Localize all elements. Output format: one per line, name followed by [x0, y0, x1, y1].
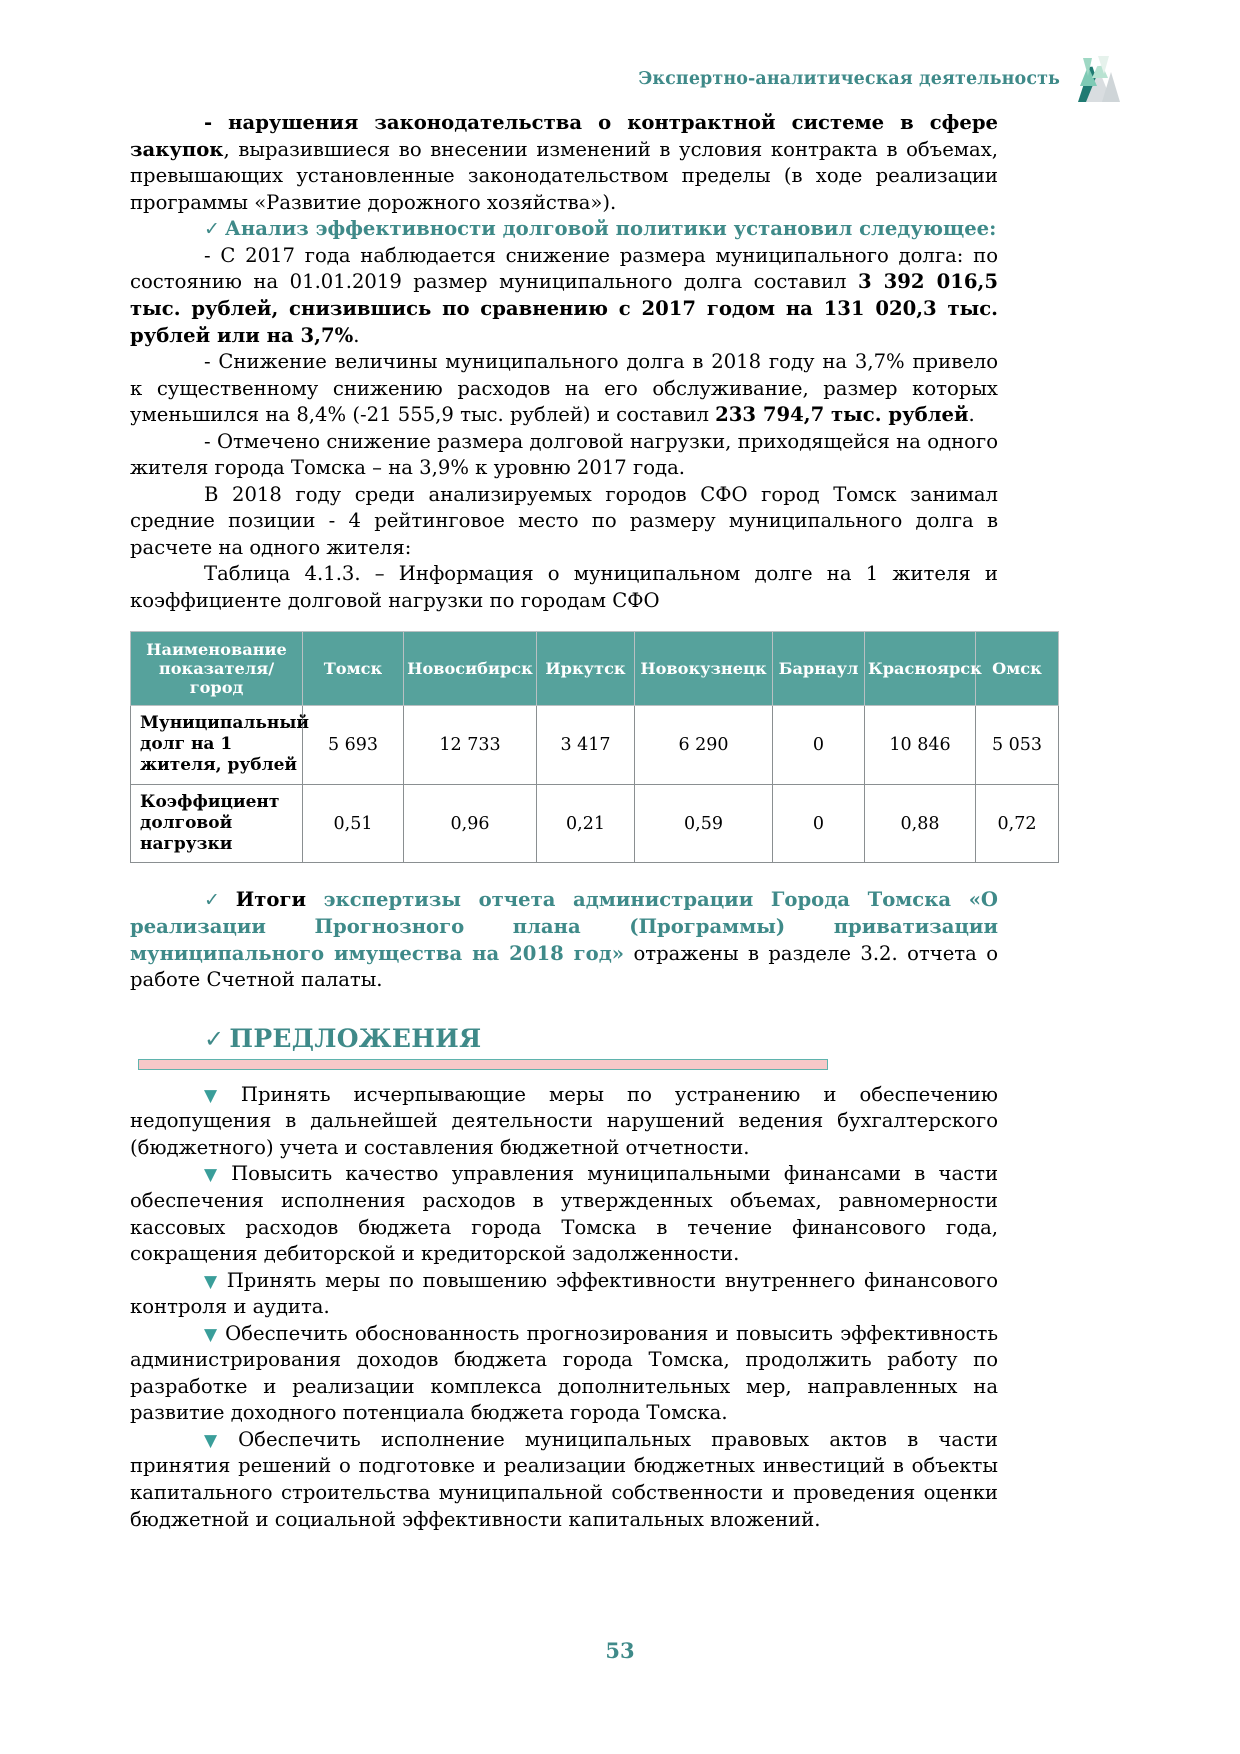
- cell-coef-novosibirsk: 0,96: [403, 783, 537, 864]
- municipal-debt-table: Наименование показателя/город Томск Ново…: [130, 630, 1059, 864]
- row-label-burden-coefficient: Коэффициент долговой нагрузки: [130, 783, 303, 864]
- cell-debt-irkutsk: 3 417: [536, 704, 635, 785]
- chevron-down-icon: ▼: [204, 1165, 225, 1186]
- table-caption: Таблица 4.1.3. – Информация о муниципаль…: [130, 562, 998, 613]
- table-col-omsk: Омск: [975, 630, 1059, 706]
- table-col-novokuznetsk: Новокузнецк: [634, 630, 773, 706]
- proposal-item-4-text: Обеспечить обоснованность прогнозировани…: [130, 1321, 998, 1425]
- proposal-item-5-text: Обеспечить исполнение муниципальных прав…: [130, 1427, 998, 1531]
- cell-coef-barnaul: 0: [772, 783, 865, 864]
- cell-debt-tomsk: 5 693: [302, 704, 404, 785]
- proposals-heading-text: ПРЕДЛОЖЕНИЯ: [229, 1023, 482, 1053]
- cell-debt-barnaul: 0: [772, 704, 865, 785]
- proposals-heading: ✓ПРЕДЛОЖЕНИЯ: [130, 1024, 998, 1053]
- subheading-debt-policy: ✓Анализ эффективности долговой политики …: [130, 216, 998, 243]
- row-label-debt-per-capita: Муниципальный долг на 1 жителя, рублей: [130, 704, 309, 785]
- privatization-tail: отражены в разделе 3.2. отчета о работе …: [130, 941, 998, 992]
- privatization-lead: Итоги: [235, 888, 324, 912]
- paragraph-debt-decline: - С 2017 года наблюдается снижение разме…: [130, 243, 998, 349]
- table-col-barnaul: Барнаул: [772, 630, 865, 706]
- subheading-debt-policy-text: Анализ эффективности долговой политики у…: [224, 217, 997, 241]
- check-icon: ✓: [204, 889, 231, 912]
- paragraph-privatization-results: ✓Итоги экспертизы отчета администрации Г…: [130, 887, 998, 993]
- page-content: - нарушения законодательства о контрактн…: [130, 110, 1059, 1533]
- chevron-down-icon: ▼: [204, 1271, 220, 1292]
- debt-decline-highlight: 3 392 016,5 тыс. рублей, снизившись по с…: [130, 270, 998, 347]
- proposal-item-1-text: Принять исчерпывающие меры по устранению…: [130, 1082, 998, 1159]
- servicing-costs-a: - Снижение величины муниципального долга…: [130, 350, 998, 427]
- table-col-tomsk: Томск: [302, 630, 404, 706]
- chevron-down-icon: ▼: [204, 1324, 219, 1345]
- proposal-item-2: ▼Повысить качество управления муниципаль…: [130, 1161, 998, 1267]
- table-header-row: Наименование показателя/город Томск Ново…: [130, 630, 1059, 706]
- cell-debt-novosibirsk: 12 733: [403, 704, 537, 785]
- violations-lead: - нарушения законодательства о контрактн…: [130, 111, 998, 161]
- proposal-item-3: ▼Принять меры по повышению эффективности…: [130, 1268, 998, 1321]
- paragraph-violations: - нарушения законодательства о контрактн…: [130, 110, 998, 216]
- proposal-item-1: ▼Принять исчерпывающие меры по устранени…: [130, 1082, 998, 1162]
- debt-decline-c: .: [353, 323, 360, 347]
- violations-rest: , выразившиеся во внесении изменений в у…: [130, 137, 998, 214]
- cell-coef-irkutsk: 0,21: [536, 783, 635, 864]
- check-icon: ✓: [204, 218, 220, 241]
- proposal-item-2-text: Повысить качество управления муниципальн…: [130, 1162, 999, 1266]
- proposal-item-4: ▼Обеспечить обоснованность прогнозирован…: [130, 1321, 998, 1427]
- check-icon: ✓: [204, 1024, 225, 1053]
- page-number: 53: [605, 1638, 635, 1663]
- cell-debt-novokuznetsk: 6 290: [634, 704, 773, 785]
- header-title: Экспертно-аналитическая деятельность: [638, 69, 1060, 89]
- cell-coef-novokuznetsk: 0,59: [634, 783, 773, 864]
- chevron-down-icon: ▼: [204, 1085, 234, 1106]
- organization-logo-icon: [1078, 56, 1120, 102]
- table-col-indicator: Наименование показателя/город: [130, 630, 303, 706]
- servicing-costs-highlight: 233 794,7 тыс. рублей: [715, 403, 969, 427]
- table-col-irkutsk: Иркутск: [536, 630, 635, 706]
- cell-coef-omsk: 0,72: [975, 783, 1059, 864]
- debt-table-wrapper: Наименование показателя/город Томск Ново…: [130, 630, 1059, 864]
- proposal-item-5: ▼Обеспечить исполнение муниципальных пра…: [130, 1427, 998, 1533]
- table-row: Коэффициент долговой нагрузки 0,51 0,96 …: [130, 783, 1059, 864]
- table-col-krasnoyarsk: Красноярск: [864, 630, 982, 706]
- cell-coef-tomsk: 0,51: [302, 783, 404, 864]
- paragraph-servicing-costs: - Снижение величины муниципального долга…: [130, 349, 998, 429]
- table-row: Муниципальный долг на 1 жителя, рублей 5…: [130, 704, 1059, 785]
- proposal-item-3-text: Принять меры по повышению эффективности …: [130, 1268, 998, 1319]
- paragraph-debt-burden: - Отмечено снижение размера долговой наг…: [130, 429, 998, 480]
- chevron-down-icon: ▼: [204, 1430, 232, 1451]
- proposals-divider: [138, 1058, 828, 1070]
- page-header: Экспертно-аналитическая деятельность: [130, 48, 1120, 110]
- cell-coef-krasnoyarsk: 0,88: [864, 783, 976, 864]
- paragraph-ranking: В 2018 году среди анализируемых городов …: [130, 482, 998, 559]
- servicing-costs-c: .: [968, 403, 975, 427]
- debt-decline-a: - С 2017 года наблюдается снижение разме…: [130, 243, 998, 294]
- table-col-novosibirsk: Новосибирск: [403, 630, 537, 706]
- cell-debt-krasnoyarsk: 10 846: [864, 704, 976, 785]
- privatization-teal: экспертизы отчета администрации Города Т…: [130, 888, 999, 965]
- cell-debt-omsk: 5 053: [975, 704, 1059, 785]
